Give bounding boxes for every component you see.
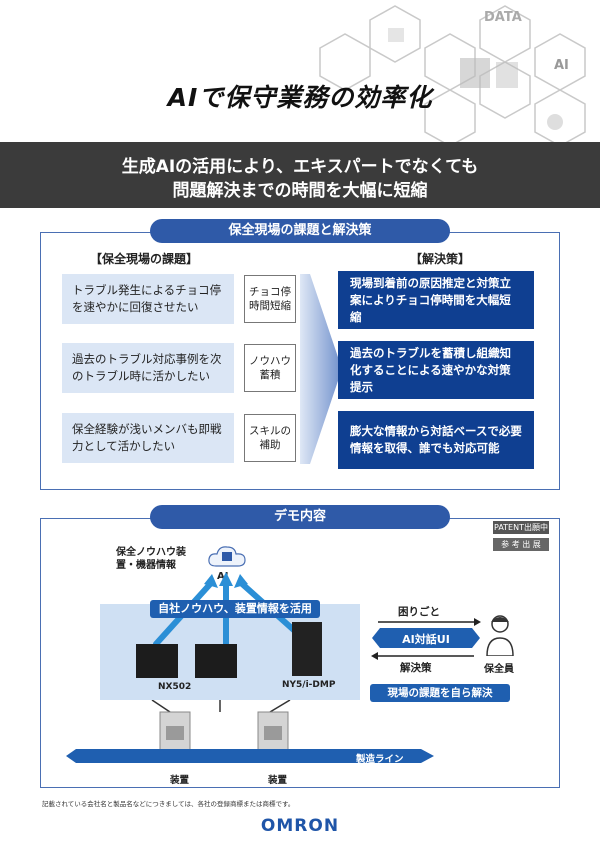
solution-box: 現場到着前の原因推定と対策立案によりチョコ停時間を大幅短縮 [338, 271, 534, 329]
solution-label: 解決策 [400, 662, 432, 674]
controller-device [136, 644, 178, 678]
knowhow-label: 保全ノウハウ装置・機器情報 [116, 547, 186, 571]
chevron-right-icon [300, 274, 342, 464]
dialog-arrows [371, 618, 481, 660]
issues-heading: 【保全現場の課題】 [90, 252, 199, 266]
ai-dialog-ui-label: AI対話UI [402, 633, 450, 646]
nx502-label: NX502 [158, 682, 192, 692]
use-knowhow-pill: 自社ノウハウ、装置情報を活用 [150, 600, 320, 618]
production-line-arrow [66, 749, 434, 763]
benefit-box: ノウハウ蓄積 [244, 344, 296, 392]
maintenance-staff-icon [486, 615, 514, 656]
solution-box: 過去のトラブルを蓄積し組織知化することによる速やかな対策提示 [338, 341, 534, 399]
solutions-heading: 【解決策】 [410, 252, 471, 266]
ai-cloud-icon [208, 546, 246, 567]
benefit-box: スキルの補助 [244, 414, 296, 462]
issue-box: トラブル発生によるチョコ停を速やかに回復させたい [62, 274, 234, 324]
section-pill-demo: デモ内容 [150, 505, 450, 529]
machine-label: 装置 [170, 775, 190, 786]
patent-tag: PATENT出願中 [493, 521, 549, 534]
banner [0, 142, 600, 208]
art-ai-label: AI [554, 58, 569, 73]
machine-label: 装置 [268, 775, 288, 786]
controller-device [195, 644, 237, 678]
banner-line-1: 生成AIの活用により、エキスパートでなくても [121, 157, 479, 177]
industrial-pc-device [292, 622, 322, 676]
worries-label: 困りごと [398, 606, 440, 618]
solution-box: 膨大な情報から対話ベースで必要情報を取得、誰でも対応可能 [338, 411, 534, 469]
section-pill-issues: 保全現場の課題と解決策 [150, 219, 450, 243]
ny5-label: NY5/i-DMP [282, 680, 336, 690]
page-title: AIで保守業務の効率化 [167, 83, 433, 112]
footnote: 記載されている会社名と製品名などにつきましては、各社の登録商標または商標です。 [42, 800, 295, 808]
hexagon-tech-art [319, 5, 586, 142]
staff-label: 保全員 [484, 664, 514, 675]
banner-line-2: 問題解決までの時間を大幅に短縮 [172, 181, 428, 201]
issue-box: 過去のトラブル対応事例を次のトラブル時に活かしたい [62, 343, 234, 393]
art-data-label: DATA [484, 10, 522, 25]
benefit-box: チョコ停時間短縮 [244, 275, 296, 323]
brand-logo: OMRON [260, 816, 340, 836]
reference-tag: 参 考 出 展 [493, 538, 549, 551]
issue-box: 保全経験が浅いメンバも即戦力として活かしたい [62, 413, 234, 463]
ai-label: AI [217, 571, 229, 582]
header: DATA AI AIで保守業務の効率化 [0, 0, 600, 142]
self-solve-pill: 現場の課題を自ら解決 [370, 684, 510, 702]
production-line-label: 製造ライン [356, 754, 404, 765]
